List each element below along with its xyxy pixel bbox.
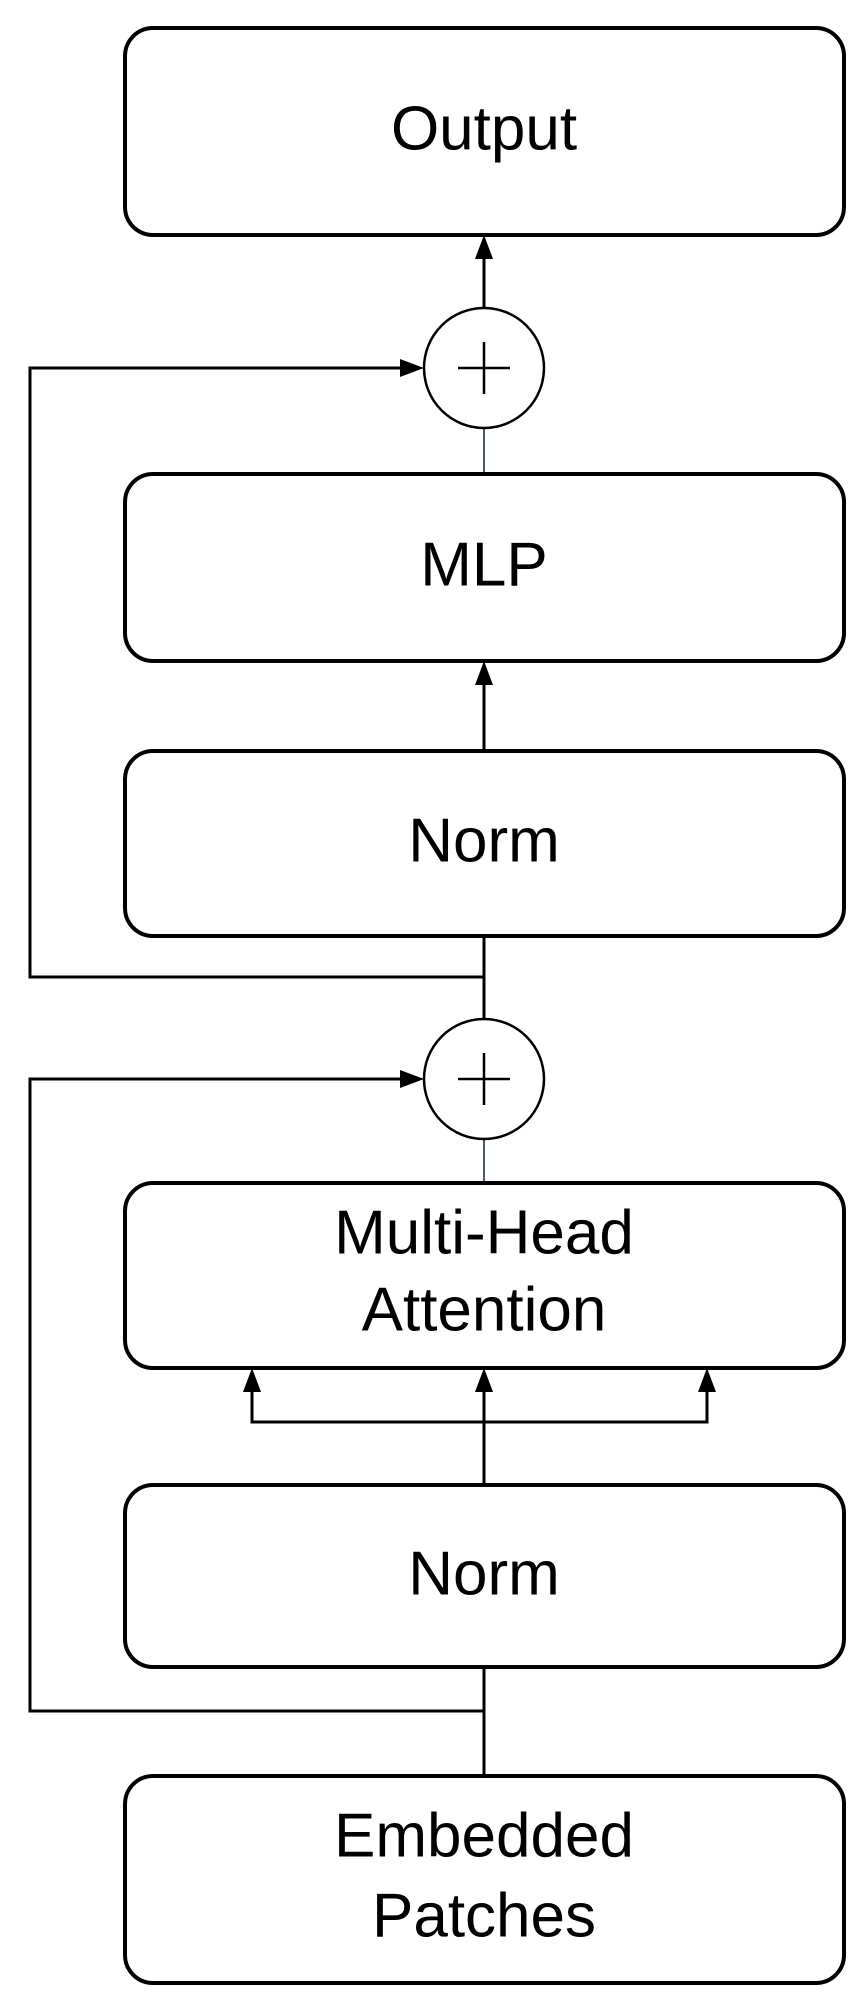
arrowhead xyxy=(475,235,493,259)
embedded-label-line-1: Embedded xyxy=(334,1801,634,1870)
norm-top-label: Norm xyxy=(408,806,560,875)
arrowhead xyxy=(400,1070,424,1088)
adder-2 xyxy=(422,306,546,430)
arrowhead xyxy=(243,1368,261,1392)
embedded-patches-block: Embedded Patches xyxy=(123,1774,846,1985)
mlp-label: MLP xyxy=(420,530,547,599)
residual-skip-1 xyxy=(28,1077,484,1713)
arrowhead xyxy=(698,1368,716,1392)
output-label: Output xyxy=(391,94,577,163)
attention-block: Multi-Head Attention xyxy=(123,1181,846,1370)
embedded-label-line-2: Patches xyxy=(372,1881,596,1950)
norm-block-top: Norm xyxy=(123,749,846,938)
mlp-block: MLP xyxy=(123,472,846,663)
arrowhead xyxy=(400,359,424,377)
attention-label-line-2: Attention xyxy=(362,1275,607,1344)
attention-label-line-1: Multi-Head xyxy=(334,1198,634,1267)
adder-1 xyxy=(422,1017,546,1141)
connector-attention-query xyxy=(250,1382,484,1424)
residual-skip-2 xyxy=(28,366,484,979)
output-block: Output xyxy=(123,26,846,237)
arrowhead xyxy=(475,661,493,685)
connector-attention-key xyxy=(484,1382,709,1424)
arrowhead xyxy=(475,1368,493,1392)
norm-bottom-label: Norm xyxy=(408,1539,560,1608)
norm-block-bottom: Norm xyxy=(123,1483,846,1669)
